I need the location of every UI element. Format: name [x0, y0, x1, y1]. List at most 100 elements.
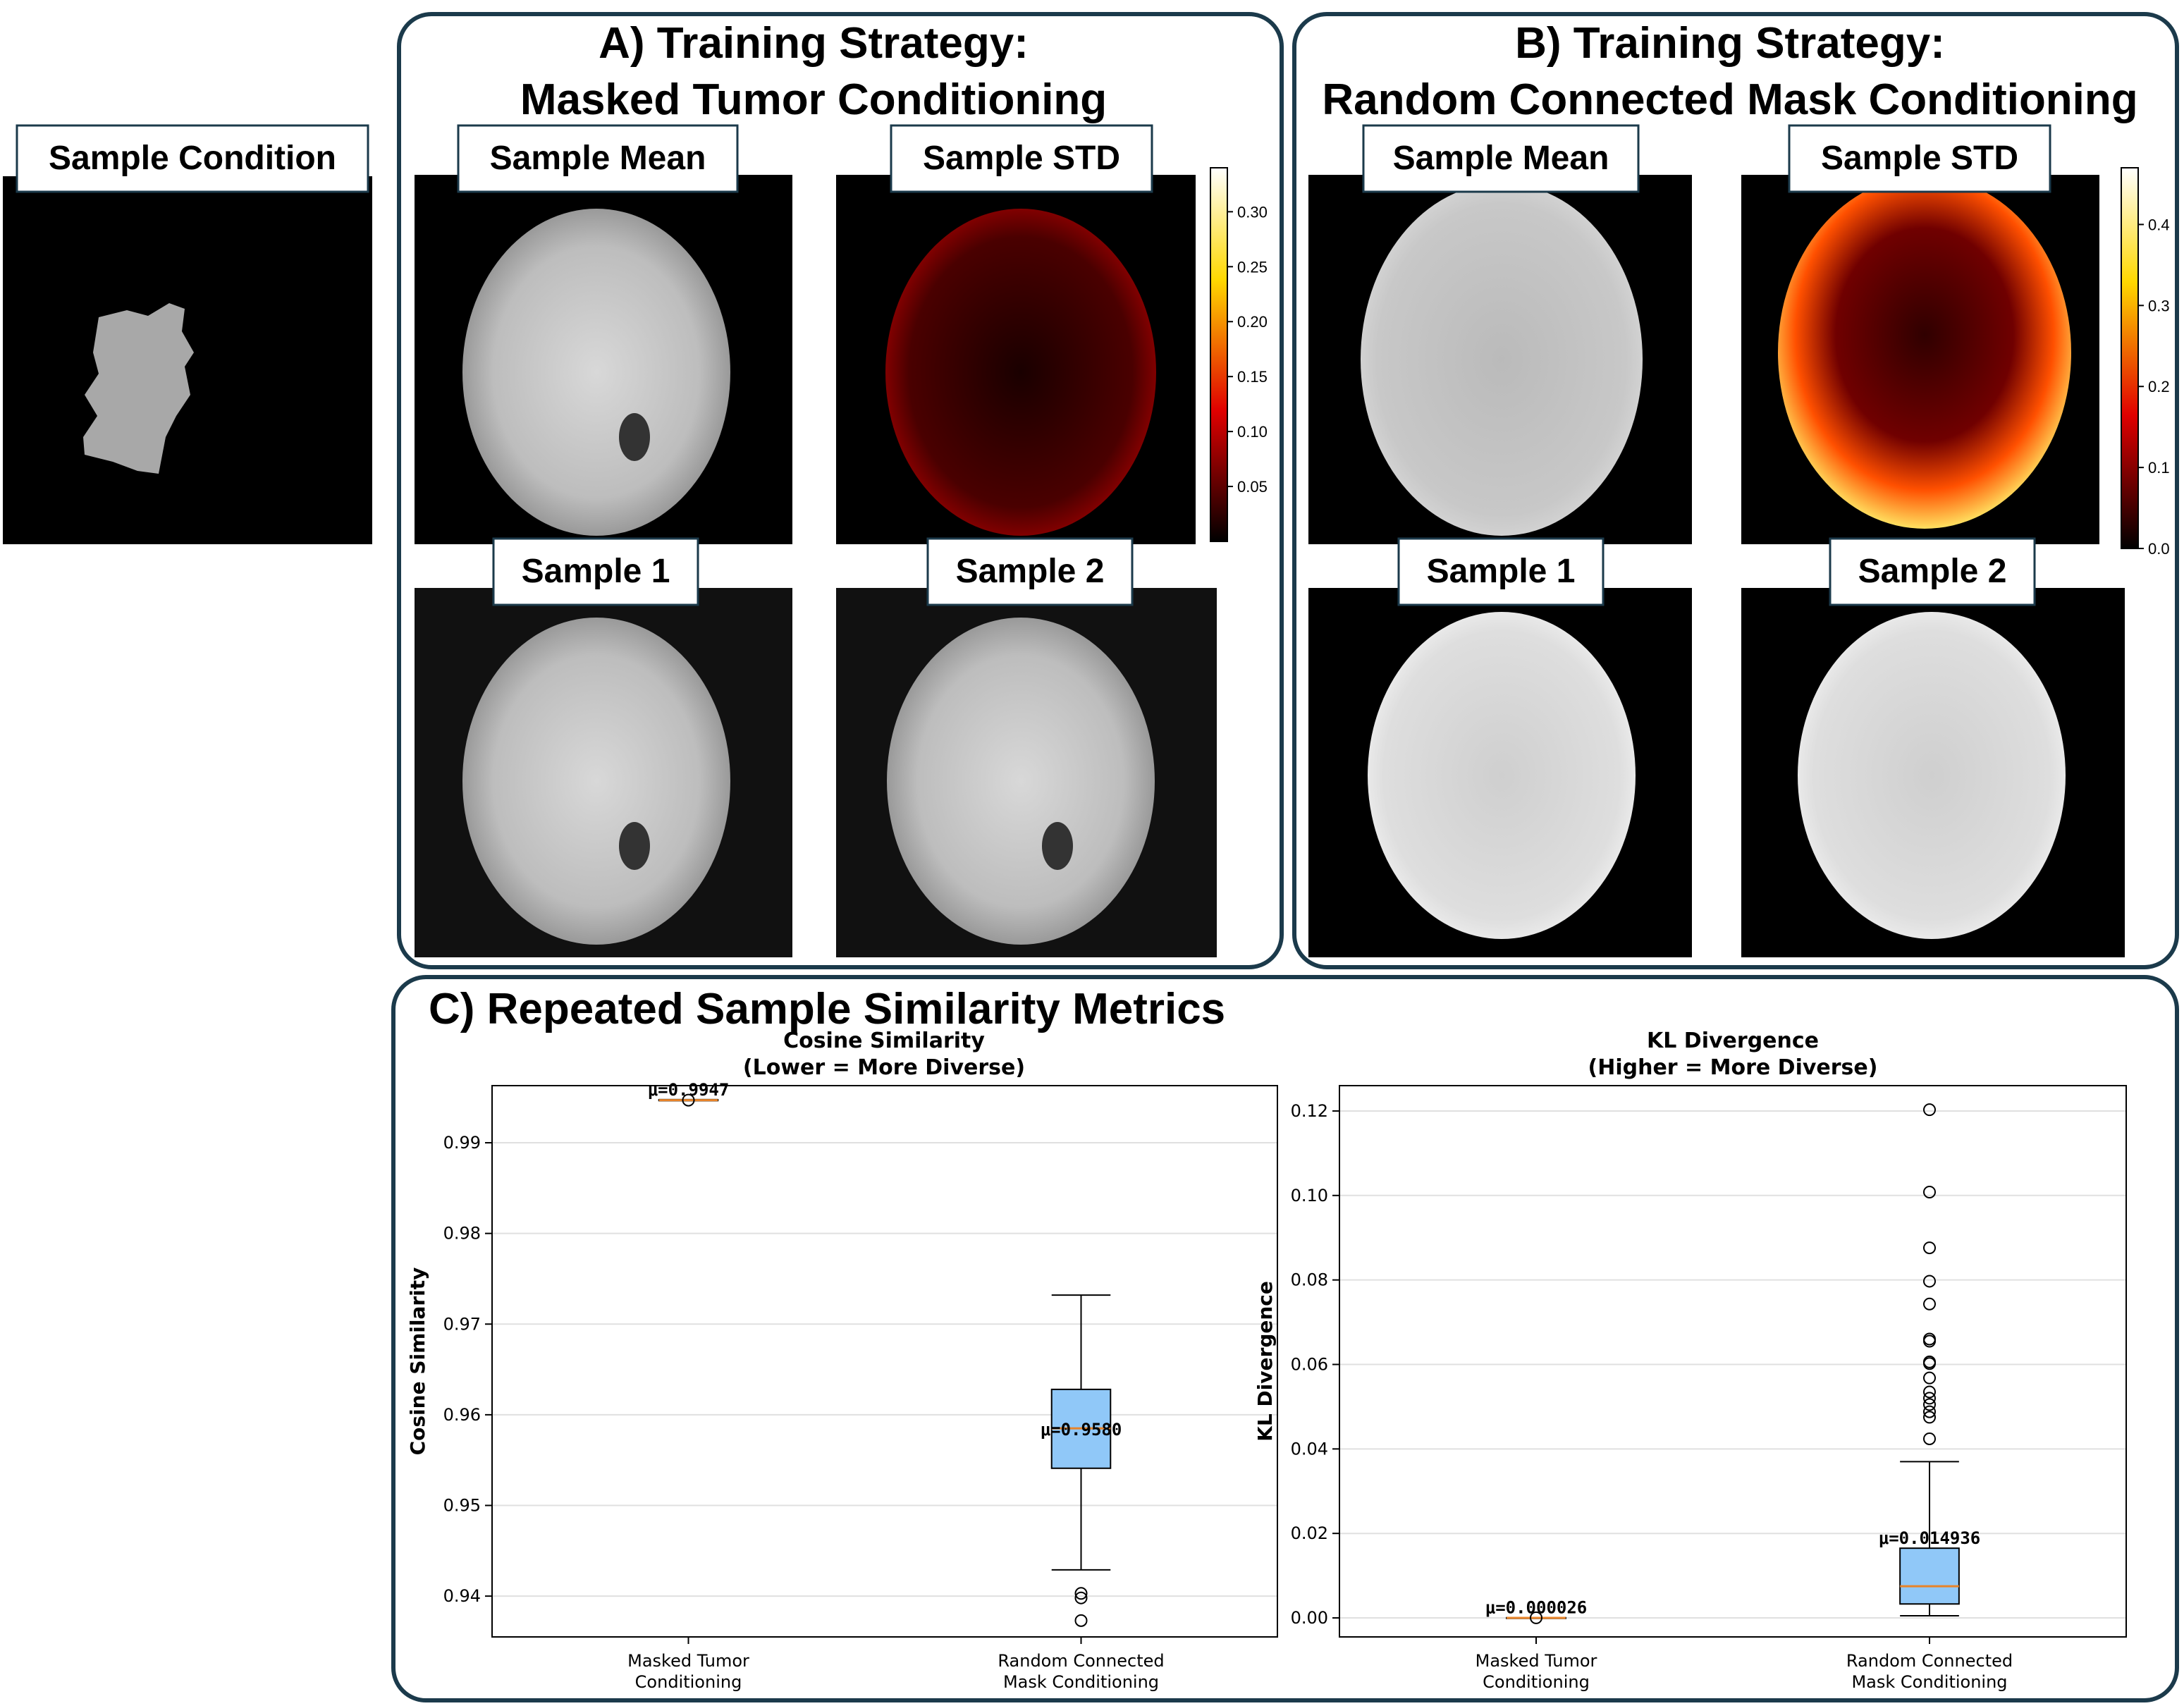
panel-a-frame: [397, 12, 1284, 969]
panel-a-title-line1: A) Training Strategy:: [599, 19, 1029, 68]
colorbar-b-tick-label: 0.3: [2148, 297, 2170, 314]
outlier-point: [1923, 1275, 1936, 1288]
outlier-point: [1923, 1332, 1936, 1346]
chart-title-line1: KL Divergence: [1647, 1029, 1819, 1053]
box: [1899, 1547, 1960, 1605]
y-tick-label: 0.08: [1291, 1270, 1328, 1290]
y-tick-label: 0.04: [1291, 1439, 1328, 1459]
panel-a-sample1-label-box: [492, 537, 699, 606]
panel-b-mean-brain: [1361, 183, 1643, 536]
panel-a-colorbar-ticks: 0.05 0.10 0.15 0.20 0.25 0.30: [1227, 203, 1268, 496]
plot-frame: [1339, 1085, 2127, 1638]
mean-label: μ=0.014936: [1879, 1528, 1981, 1548]
panel-a-std-brain: [885, 209, 1156, 536]
y-tick-label: 0.97: [443, 1314, 481, 1334]
x-tick-label: Random Connected: [1846, 1651, 2013, 1671]
colorbar-a-tick-label: 0.25: [1237, 258, 1268, 276]
x-tick-label: Random Connected: [998, 1651, 1164, 1671]
colorbar-b-tick-label: 0.0: [2148, 540, 2170, 558]
colorbar-a-tick-label: 0.15: [1237, 368, 1268, 386]
x-tick-label: Conditioning: [1483, 1672, 1590, 1692]
outlier-point: [1923, 1385, 1936, 1399]
chart-title-line2: (Higher = More Diverse): [1588, 1055, 1878, 1080]
outlier-point: [1923, 1392, 1936, 1405]
panel-b: B) Training Strategy: Random Connected M…: [1292, 12, 2179, 969]
colorbar-a-tick-label: 0.30: [1237, 203, 1268, 221]
panel-a-title-line2: Masked Tumor Conditioning: [520, 75, 1107, 124]
outlier-point: [1923, 1186, 1936, 1199]
x-tick-label: Masked Tumor: [1476, 1651, 1597, 1671]
panel-a-sample2-label: Sample 2: [956, 553, 1105, 590]
y-tick-label: 0.02: [1291, 1523, 1328, 1543]
panel-b-title-line2: Random Connected Mask Conditioning: [1322, 75, 2137, 124]
panel-a-sample2-lesion: [1042, 822, 1073, 870]
colorbar-a-tick-label: 0.10: [1237, 423, 1268, 441]
outlier-point: [1923, 1241, 1936, 1255]
chart-title-line1: Cosine Similarity: [783, 1029, 985, 1053]
panel-b-std-label-box: [1788, 124, 2051, 193]
colorbar-a-tick-label: 0.20: [1237, 313, 1268, 331]
x-tick-label: Mask Conditioning: [1851, 1672, 2007, 1692]
plot-frame: [491, 1085, 1278, 1638]
panel-a: A) Training Strategy: Masked Tumor Condi…: [397, 12, 1284, 969]
colorbar-b-tick-label: 0.4: [2148, 216, 2170, 233]
outlier-point: [1923, 1355, 1936, 1368]
panel-a-colorbar: [1210, 167, 1228, 542]
panel-c-title: C) Repeated Sample Similarity Metrics: [429, 985, 1225, 1033]
chart-title-line2: (Lower = More Diverse): [743, 1055, 1025, 1080]
y-tick-label: 0.95: [443, 1496, 481, 1516]
panel-a-sample1-lesion: [619, 822, 650, 870]
panel-c: C) Repeated Sample Similarity Metrics Co…: [391, 975, 2179, 1702]
panel-b-sample1-brain: [1368, 612, 1636, 939]
condition-label-box: [16, 124, 369, 193]
panel-b-sample2-label: Sample 2: [1858, 553, 2007, 590]
colorbar-b-tick-label: 0.1: [2148, 459, 2170, 477]
outlier-point: [1923, 1405, 1936, 1418]
panel-b-colorbar-ticks: 0.0 0.1 0.2 0.3 0.4: [2138, 216, 2170, 558]
outlier-point: [1074, 1587, 1088, 1600]
panel-a-sample2-label-box: [926, 537, 1134, 606]
outlier-point: [1530, 1611, 1542, 1624]
y-tick-label: 0.10: [1291, 1186, 1328, 1205]
condition-panel: Sample Condition: [3, 124, 372, 544]
panel-b-colorbar: [2121, 167, 2139, 549]
y-tick-label: 0.99: [443, 1133, 481, 1153]
x-tick-label: Conditioning: [635, 1672, 742, 1692]
panel-a-std-label: Sample STD: [923, 140, 1120, 177]
colorbar-a-tick-label: 0.05: [1237, 478, 1268, 496]
outlier-point: [1074, 1591, 1088, 1604]
panel-a-sample1-brain: [462, 618, 730, 945]
panel-b-sample2-label-box: [1829, 537, 2036, 606]
y-tick-label: 0.94: [443, 1586, 481, 1606]
outlier-point: [1923, 1398, 1936, 1411]
panel-b-sample1-label-box: [1397, 537, 1605, 606]
panel-b-mean-label-box: [1362, 124, 1640, 193]
panel-a-std-label-box: [890, 124, 1153, 193]
outlier-point: [1923, 1432, 1936, 1445]
outlier-point: [1923, 1371, 1936, 1385]
x-tick-label: Masked Tumor: [627, 1651, 749, 1671]
panel-b-std-label: Sample STD: [1821, 140, 2018, 177]
panel-b-title-line1: B) Training Strategy:: [1515, 19, 1945, 68]
outlier-point: [1923, 1103, 1936, 1117]
panel-b-std-brain: [1778, 176, 2071, 529]
condition-label: Sample Condition: [49, 140, 336, 177]
colorbar-b-tick-label: 0.2: [2148, 378, 2170, 395]
y-tick-label: 0.96: [443, 1405, 481, 1425]
x-tick-label: Mask Conditioning: [1003, 1672, 1159, 1692]
y-axis-label: KL Divergence: [1253, 1281, 1277, 1442]
outlier-point: [1923, 1297, 1936, 1311]
panel-a-sample2-brain: [887, 618, 1155, 945]
outlier-point: [1923, 1411, 1936, 1424]
mean-label: μ=0.9947: [648, 1080, 730, 1100]
panel-a-mean-label: Sample Mean: [490, 140, 706, 177]
panel-a-mean-brain: [462, 209, 730, 536]
panel-b-sample2-brain: [1798, 612, 2066, 939]
panel-b-sample1-label: Sample 1: [1427, 553, 1576, 590]
tumor-region: [83, 303, 194, 474]
kl-divergence-chart: KL Divergence(Higher = More Diverse)0.00…: [1253, 1029, 2127, 1692]
panel-b-frame: [1292, 12, 2179, 969]
cosine-similarity-chart: Cosine Similarity(Lower = More Diverse) 0…: [406, 1029, 1278, 1692]
panel-b-mean-label: Sample Mean: [1393, 140, 1609, 177]
